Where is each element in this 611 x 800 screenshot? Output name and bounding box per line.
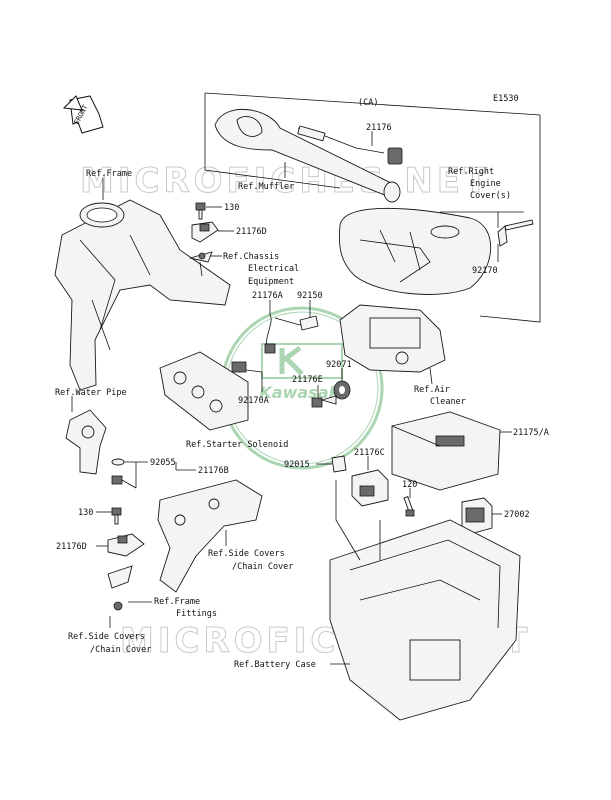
label-92170: 92170 [472,266,498,276]
label-21176d-lower: 21176D [56,542,87,552]
ref-frame: Ref.Frame [86,169,132,179]
sensor-21176a [264,314,319,354]
label-92015: 92015 [284,460,310,470]
label-92150: 92150 [297,291,323,301]
label-21176e: 21176E [292,375,323,385]
air-cleaner-shape [339,304,446,373]
ref-water-pipe: Ref.Water Pipe [55,388,127,398]
clamp-upper [189,251,213,277]
ref-side-covers-a-2: /Chain Cover [232,562,293,572]
diagram-code: E1530 [493,94,519,104]
bolt-130-lower [111,507,122,525]
clamp-lower [107,565,133,611]
ref-side-covers-b-2: /Chain Cover [90,645,151,655]
label-21175a: 21175/A [513,428,549,438]
label-92170a: 92170A [238,396,269,406]
sensor-21176b [111,475,137,489]
sensor-21176 [297,125,403,165]
label-92071: 92071 [326,360,352,370]
inset-label: (CA) [358,98,378,108]
side-cover-bracket-shape [157,479,263,593]
bracket-21176d-upper [191,221,219,243]
bolt-92170 [497,219,534,247]
muffler-shape [214,109,401,203]
bracket-21176d-lower [107,533,145,557]
label-120: 120 [402,480,417,490]
ca-inset: (CA) 21176 92170 Ref.Right [204,92,541,323]
battery-case-shape [329,480,521,721]
ref-side-covers-b-1: Ref.Side Covers [68,632,145,642]
ref-right-engine-cover-2: Engine [470,179,501,189]
water-pipe-shape [65,409,107,475]
front-arrow: FRONT [62,95,104,134]
watermark-text-top: MICROFICHES.NET [80,161,491,201]
ref-chassis-1: Ref.Chassis [223,252,279,262]
label-21176c: 21176C [354,448,385,458]
ref-battery-case: Ref.Battery Case [234,660,316,670]
sensor-21176e [311,395,337,408]
ref-right-engine-cover-3: Cover(s) [470,191,511,201]
ref-side-covers-a-1: Ref.Side Covers [208,549,285,559]
ecu-21175a [391,411,501,491]
frame-shape [54,199,231,391]
ref-muffler: Ref.Muffler [238,182,294,192]
label-27002: 27002 [504,510,530,520]
label-21176d-upper: 21176D [236,227,267,237]
label-21176a: 21176A [252,291,283,301]
bolt-130-upper [195,202,206,220]
ref-chassis-2: Electrical [248,264,299,274]
label-21176b: 21176B [198,466,229,476]
ref-chassis-3: Equipment [248,277,294,287]
ref-air-1: Ref.Air [414,385,450,395]
right-engine-cover-shape [338,207,492,295]
relay-21176c [351,469,389,507]
label-92055: 92055 [150,458,176,468]
bolt-120 [403,496,415,517]
label-130-lower: 130 [78,508,93,518]
gasket-92055 [111,458,125,466]
ref-frame-fittings-1: Ref.Frame [154,597,200,607]
label-21176: 21176 [366,123,392,133]
ref-air-2: Cleaner [430,397,466,407]
ref-right-engine-cover-1: Ref.Right [448,167,494,177]
kawasaki-logo-text: Kawasaki [259,383,345,402]
ref-frame-fittings-2: Fittings [176,609,217,619]
ref-starter-solenoid: Ref.Starter Solenoid [186,440,288,450]
label-130-upper: 130 [224,203,239,213]
starter-solenoid-shape [159,351,249,431]
clip-92015 [331,455,347,473]
